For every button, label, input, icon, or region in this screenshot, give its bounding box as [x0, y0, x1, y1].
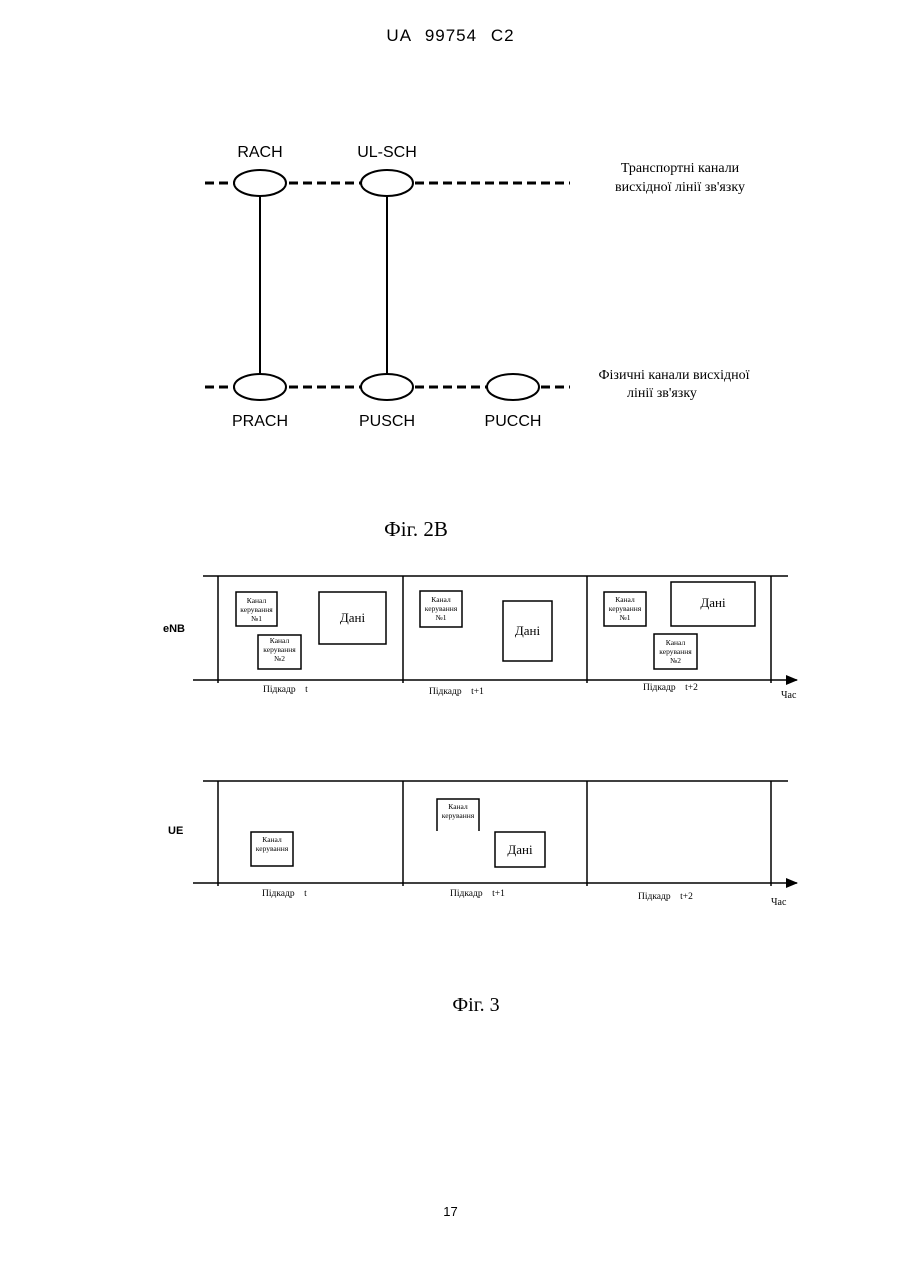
pusch-label: PUSCH: [359, 413, 415, 430]
ue-time-label: Час: [771, 897, 787, 908]
enb-subframe-t1: Підкадр t+1: [429, 687, 484, 697]
ue-s1-ctrl-line1: Канал: [262, 835, 282, 844]
ue-subframe-t: Підкадр t: [262, 889, 307, 899]
enb-s2-ctrl1-line3: №1: [436, 613, 447, 622]
enb-s1-data-label: Дані: [340, 610, 366, 625]
fig-3-caption: Фіг. 3: [452, 994, 499, 1016]
enb-s3-ctrl1-line1: Канал: [615, 595, 635, 604]
transport-channels-caption-line2: висхідної лінії зв'язку: [615, 180, 745, 195]
transport-channels-caption-line1: Транспортні канали: [621, 161, 740, 176]
page-number: 17: [0, 1204, 901, 1219]
enb-time-label: Час: [781, 690, 797, 701]
enb-s2-ctrl1-line2: керування: [425, 604, 458, 613]
ue-subframe-t1: Підкадр t+1: [450, 889, 505, 899]
physical-channels-caption-line2: лінії зв'язку: [627, 386, 697, 401]
ue-subframe-t2: Підкадр t+2: [638, 892, 693, 902]
pucch-label: PUCCH: [485, 413, 542, 430]
physical-channels-caption-line1: Фізичні канали висхідної: [598, 368, 749, 383]
enb-s3-ctrl1-line2: керування: [609, 604, 642, 613]
enb-timeline: eNB Канал керування №1 Канал керування №…: [163, 576, 797, 701]
enb-s1-ctrl2-line3: №2: [274, 654, 285, 663]
enb-s3-ctrl1-line3: №1: [620, 613, 631, 622]
ulsch-label: UL-SCH: [357, 144, 417, 161]
prach-label: PRACH: [232, 413, 288, 430]
enb-s3-ctrl2-line1: Канал: [666, 638, 686, 647]
prach-node: [234, 374, 286, 400]
enb-s1-ctrl1-line3: №1: [251, 614, 262, 623]
fig-3: eNB Канал керування №1 Канал керування №…: [163, 576, 797, 1016]
enb-s2-data-label: Дані: [515, 623, 541, 638]
ue-s1-ctrl-line2: керування: [256, 844, 289, 853]
pucch-node: [487, 374, 539, 400]
enb-s3-ctrl2-line3: №2: [670, 656, 681, 665]
fig-2b: RACH UL-SCH PRACH PUSCH PUCCH Транспортн…: [205, 144, 750, 541]
ue-label: UE: [168, 825, 183, 837]
enb-s1-ctrl1-line1: Канал: [247, 596, 267, 605]
enb-s1-ctrl1-line2: керування: [240, 605, 273, 614]
enb-label: eNB: [163, 623, 185, 635]
rach-label: RACH: [237, 144, 282, 161]
fig-2b-caption: Фіг. 2B: [384, 517, 448, 541]
pusch-node: [361, 374, 413, 400]
enb-s1-ctrl2-line1: Канал: [270, 636, 290, 645]
enb-s1-ctrl2-line2: керування: [263, 645, 296, 654]
enb-s3-data-label: Дані: [700, 595, 726, 610]
ue-s2-data-label: Дані: [507, 842, 533, 857]
rach-node: [234, 170, 286, 196]
ue-s2-ctrl-line2: керування: [442, 811, 475, 820]
ue-s2-ctrl-line1: Канал: [448, 802, 468, 811]
enb-s3-ctrl2-line2: керування: [659, 647, 692, 656]
ulsch-node: [361, 170, 413, 196]
enb-s2-ctrl1-line1: Канал: [431, 595, 451, 604]
enb-subframe-t: Підкадр t: [263, 685, 308, 695]
ue-timeline: UE Канал керування Канал керування Дані …: [168, 781, 797, 908]
enb-subframe-t2: Підкадр t+2: [643, 683, 698, 693]
